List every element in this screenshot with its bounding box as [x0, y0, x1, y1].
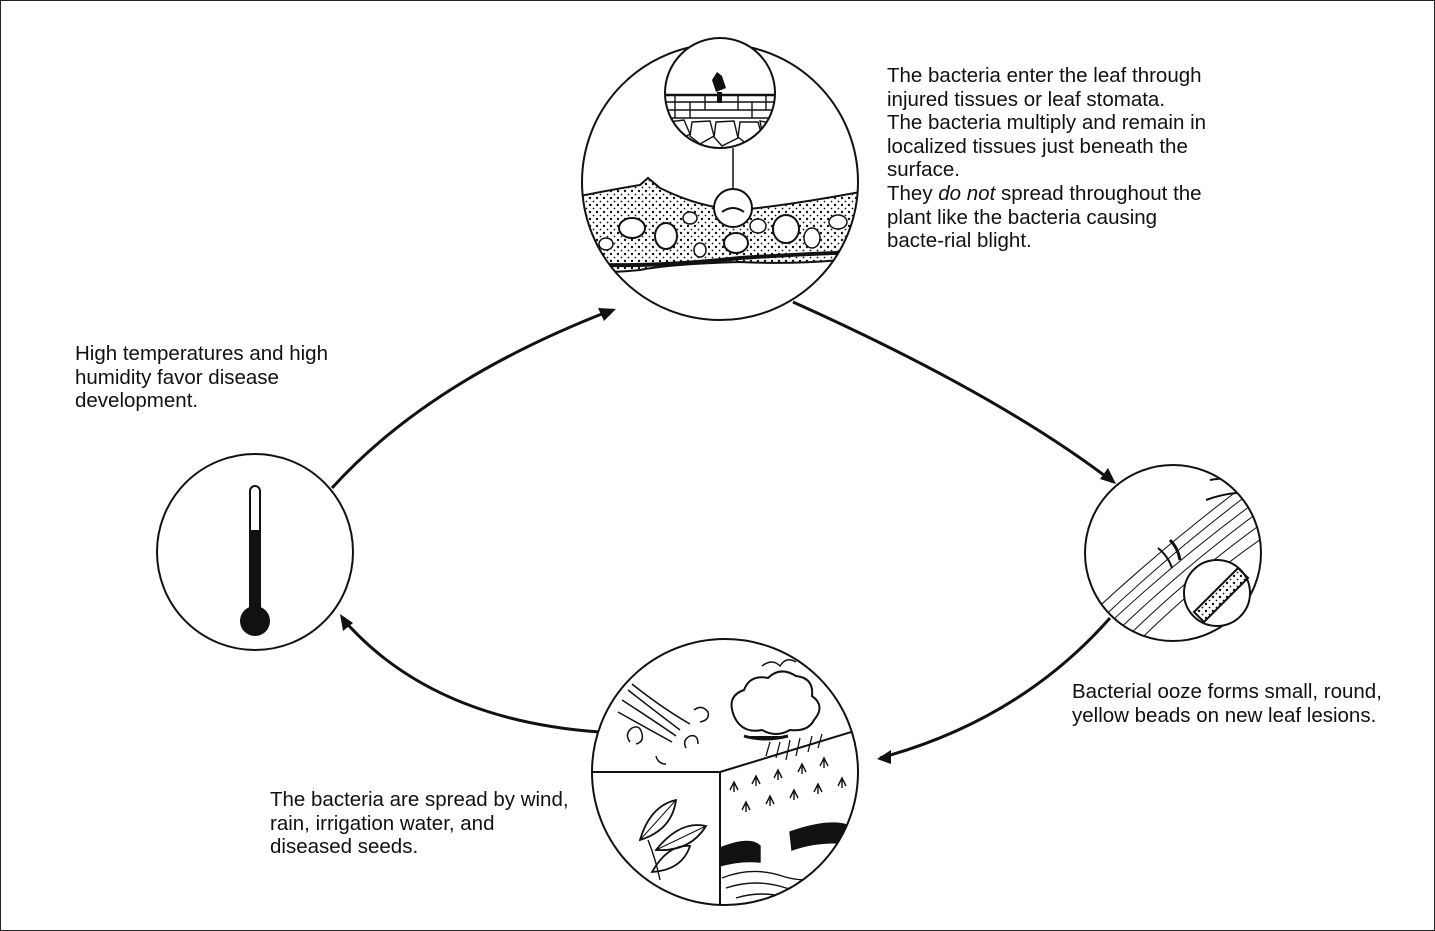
- spread-caption: The bacteria are spread by wind, rain, i…: [270, 788, 569, 859]
- cycle-arrows: [330, 300, 1114, 760]
- leaf-lesion-icon: [1084, 464, 1262, 642]
- arrow-to-lesion: [792, 300, 1114, 484]
- ooze-caption: Bacterial ooze forms small, round, yello…: [1072, 680, 1382, 727]
- leaf-cross-section-icon: [581, 37, 859, 321]
- arrowheads: [340, 308, 1116, 764]
- arrow-to-leaf: [330, 308, 613, 490]
- arrow-to-spread: [879, 617, 1112, 760]
- infection-entry-text: The bacteria enter the leaf through inju…: [887, 64, 1202, 111]
- conditions-caption: High temperatures and high humidity favo…: [75, 342, 328, 413]
- arrow-to-thermometer: [340, 617, 601, 734]
- emphasis-do-not: do not: [938, 181, 996, 205]
- wind-rain-irrigation-seed-icon: [591, 638, 859, 906]
- infection-caption: The bacteria enter the leaf through inju…: [887, 64, 1217, 253]
- infection-multiply-text: The bacteria multiply and remain in loca…: [887, 111, 1207, 182]
- wind-icon: [617, 683, 710, 765]
- diseased-seed-icon: [638, 798, 708, 881]
- thermometer-icon: [156, 453, 354, 651]
- rain-cloud-icon: [730, 659, 823, 761]
- infection-localized-text: They do not spread throughout the plant …: [887, 181, 1202, 253]
